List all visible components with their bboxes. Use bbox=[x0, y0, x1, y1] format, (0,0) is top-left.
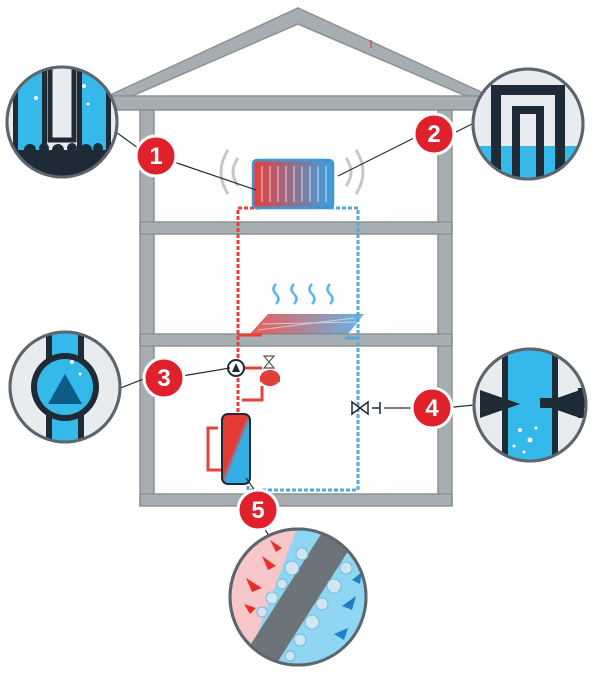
heat-waves-icon bbox=[272, 283, 334, 305]
callout-badge-3: 3 bbox=[142, 356, 186, 400]
pump-icon bbox=[227, 359, 245, 377]
detail-bubble-5 bbox=[228, 527, 368, 667]
expansion-vessel-icon bbox=[260, 355, 280, 386]
buffer-tank bbox=[221, 413, 251, 485]
callout-badge-1: 1 bbox=[134, 134, 178, 178]
detail-bubble-1 bbox=[5, 65, 119, 179]
callout-badge-2: 2 bbox=[412, 112, 456, 156]
detail-bubble-2 bbox=[471, 67, 585, 181]
leader-lines bbox=[101, 121, 475, 541]
callout-number-4: 4 bbox=[425, 395, 439, 422]
shutoff-valve-icon bbox=[351, 400, 381, 416]
callout-badge-4: 4 bbox=[410, 386, 454, 430]
callout-badge-5: 5 bbox=[236, 488, 280, 532]
callout-number-1: 1 bbox=[149, 143, 162, 170]
callout-number-5: 5 bbox=[251, 497, 264, 524]
callout-number-3: 3 bbox=[157, 365, 170, 392]
radiator bbox=[219, 149, 365, 210]
callout-number-2: 2 bbox=[427, 121, 440, 148]
detail-bubble-4 bbox=[472, 347, 588, 463]
detail-bubble-3 bbox=[8, 330, 122, 444]
house-frame bbox=[107, 7, 491, 507]
underfloor-heating bbox=[250, 283, 364, 334]
